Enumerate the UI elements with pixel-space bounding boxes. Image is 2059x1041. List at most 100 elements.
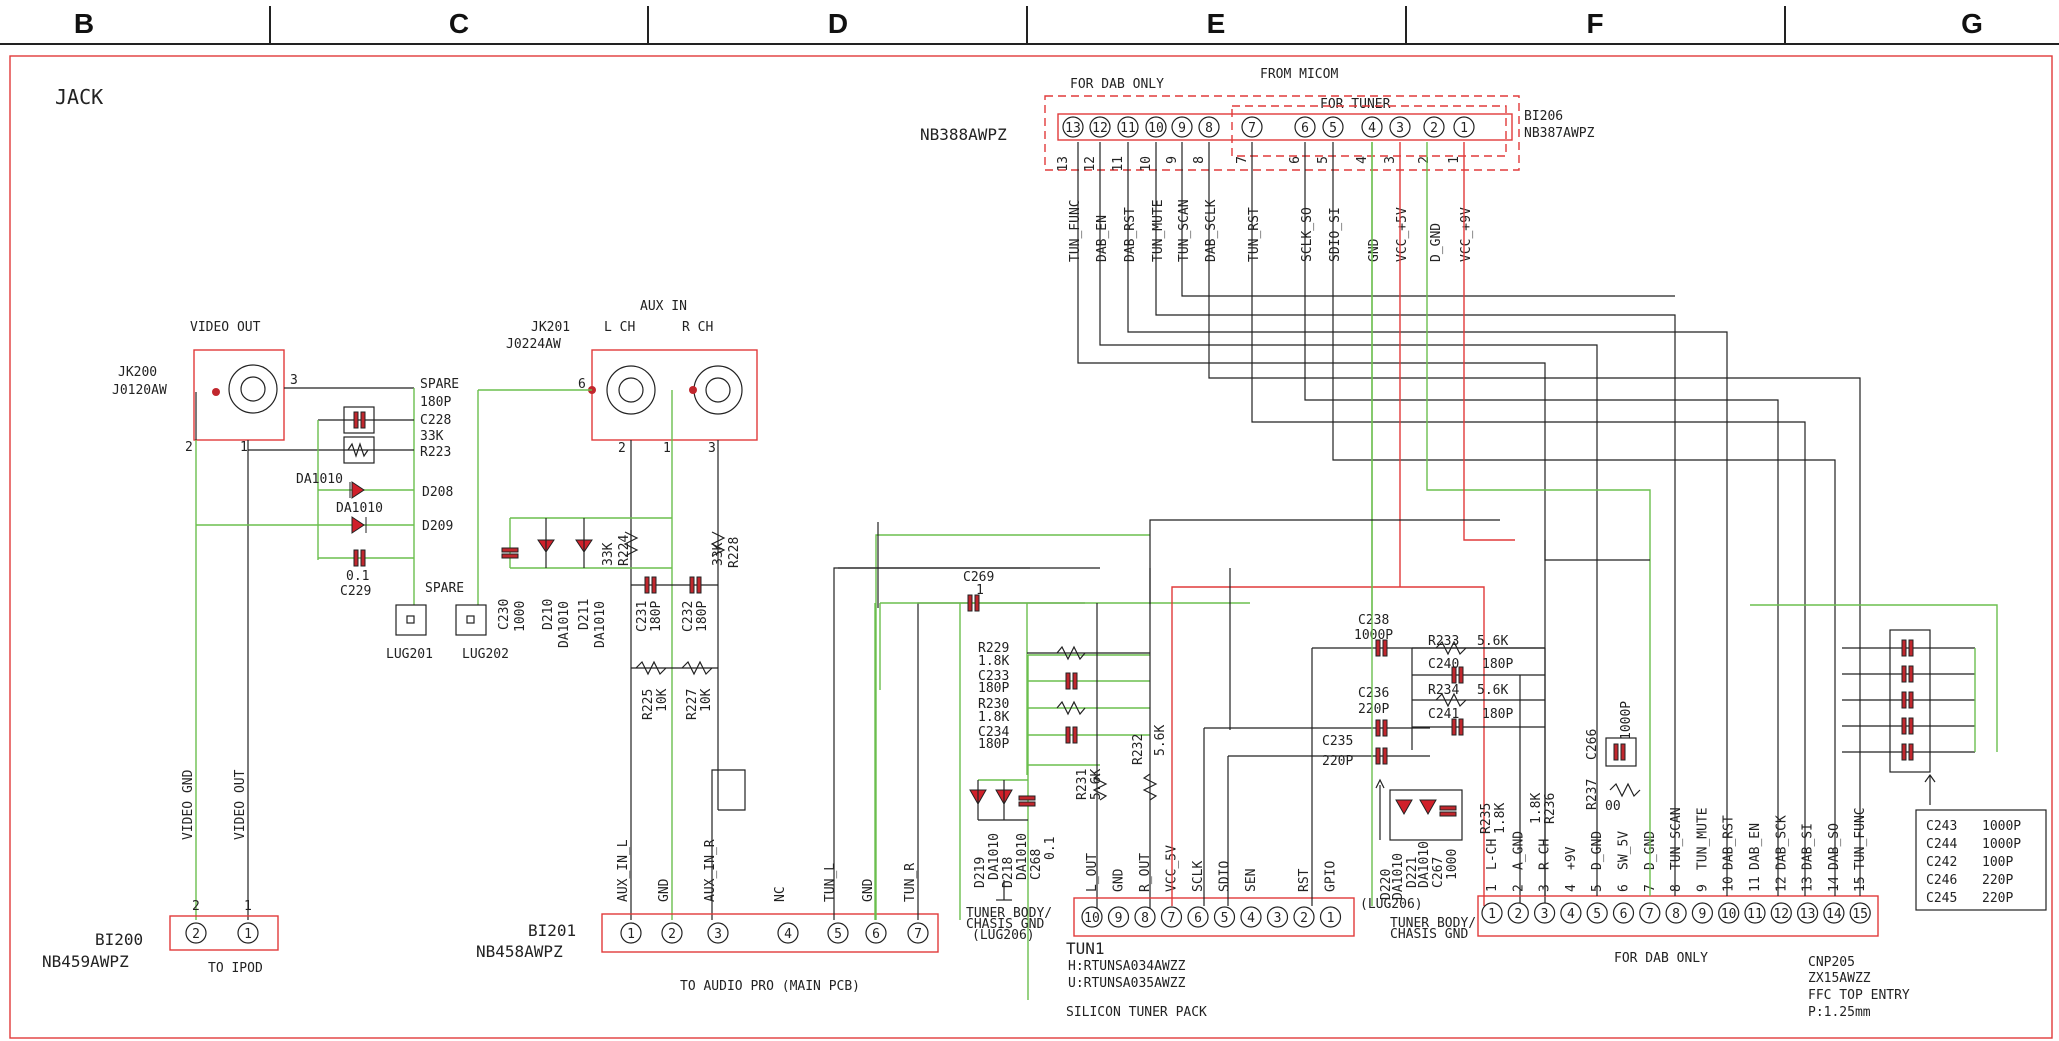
bi201-pin [777, 922, 799, 944]
grid-col-e: E [1207, 8, 1226, 39]
svg-text:180P: 180P [978, 681, 1009, 696]
micom-pin-num: 5 [1316, 156, 1331, 164]
cnp205-pin-num: 1 [1485, 884, 1500, 892]
svg-text:1: 1 [663, 441, 671, 456]
cnp205-net: TUN_FUNC [1853, 807, 1868, 870]
tun1-pin-label: 6 [1194, 911, 1202, 926]
cnp205-pin-num: 2 [1511, 884, 1526, 892]
tun1-ref: TUN1 [1066, 939, 1105, 958]
svg-text:AUX IN: AUX IN [640, 299, 687, 314]
svg-text:C266: C266 [1585, 729, 1600, 760]
cnp205-pin-num: 13 [1801, 876, 1816, 892]
supply-rail [1171, 586, 1485, 906]
cnp205-pin [1507, 902, 1529, 924]
svg-text:180P: 180P [1482, 657, 1513, 672]
cnp205-pin [1639, 902, 1661, 924]
micom-pin-num: 13 [1056, 156, 1071, 172]
svg-text:SPARE: SPARE [425, 581, 464, 596]
svg-text:DA1010: DA1010 [557, 601, 572, 648]
cap-legend-val: 1000P [1982, 837, 2021, 852]
micom-pin-label: 10 [1148, 121, 1164, 136]
svg-text:220P: 220P [1322, 754, 1353, 769]
svg-text:C234: C234 [978, 725, 1009, 740]
tun1-pin-label: 5 [1221, 911, 1229, 926]
bi200-ref: BI200 [95, 930, 143, 949]
bi201-net: TUN_R [903, 863, 918, 902]
cnp205-pin [1586, 902, 1608, 924]
svg-text:L CH: L CH [604, 320, 635, 335]
micom-pin-label: 6 [1301, 121, 1309, 136]
svg-text:DA1010: DA1010 [1417, 841, 1432, 888]
micom-pin-label: 11 [1120, 121, 1136, 136]
svg-text:C269: C269 [963, 570, 994, 585]
cnp205-net: D_GND [1590, 831, 1605, 870]
svg-text:DA1010: DA1010 [987, 833, 1002, 880]
svg-text:VIDEO GND: VIDEO GND [181, 769, 196, 840]
micom-pin [1294, 116, 1316, 138]
cnp205-pin-label: 13 [1800, 907, 1816, 922]
micom-pin-num: 9 [1165, 156, 1180, 164]
micom-net: D_GND [1429, 223, 1444, 262]
tun1-pin [1081, 906, 1103, 928]
micom-pin-num: 12 [1083, 156, 1098, 172]
cnp205-pin-label: 7 [1646, 907, 1654, 922]
tun1-pin-label: 1 [1327, 911, 1335, 926]
svg-text:1: 1 [240, 440, 248, 455]
cnp205-net: SW_5V [1617, 831, 1632, 870]
bi201-part: NB458AWPZ [476, 942, 563, 961]
cap-legend-val: 220P [1982, 891, 2013, 906]
cnp205-pin [1796, 902, 1819, 924]
svg-text:R227: R227 [685, 689, 700, 720]
tun1-net: L_OUT [1085, 853, 1100, 892]
grid-col-g: G [1961, 8, 1983, 39]
svg-text:D219: D219 [973, 857, 988, 888]
cnp205-net: A_GND [1511, 831, 1526, 870]
svg-text:C268: C268 [1029, 849, 1044, 880]
svg-text:R232: R232 [1131, 734, 1146, 765]
micom-net: TUN_MUTE [1151, 199, 1166, 262]
svg-text:10K: 10K [699, 688, 714, 712]
svg-text:LUG202: LUG202 [462, 647, 509, 662]
grid-col-f: F [1586, 8, 1603, 39]
cnp205-pin-label: 10 [1721, 907, 1737, 922]
svg-text:10K: 10K [655, 688, 670, 712]
micom-pin-num: 1 [1447, 156, 1462, 164]
svg-text:C267: C267 [1431, 857, 1446, 888]
micom-pin [1423, 116, 1445, 138]
svg-text:1.8K: 1.8K [1529, 793, 1544, 824]
svg-text:D218: D218 [1001, 857, 1016, 888]
bi201-pin-label: 1 [627, 927, 635, 942]
svg-text:R230: R230 [978, 697, 1009, 712]
tun1-net: RST [1297, 868, 1312, 892]
micom-pin-num: 4 [1355, 156, 1370, 164]
cnp205-pin-label: 3 [1541, 907, 1549, 922]
svg-text:0.1: 0.1 [1043, 837, 1058, 860]
bi201-pin-label: 3 [714, 927, 722, 942]
tun1-pin-label: 7 [1168, 911, 1176, 926]
tun1-pin-label: 4 [1247, 911, 1255, 926]
svg-text:R228: R228 [727, 537, 742, 568]
micom-net: DAB_SCLK [1204, 199, 1219, 262]
svg-text:D221: D221 [1405, 857, 1420, 888]
bi201-net: GND [861, 878, 876, 902]
bi201-pin [827, 922, 849, 944]
svg-text:VIDEO OUT: VIDEO OUT [233, 769, 248, 840]
cnp205-pin-num: 4 [1564, 884, 1579, 892]
svg-text:DA1010: DA1010 [1015, 833, 1030, 880]
svg-text:R231: R231 [1075, 769, 1090, 800]
cnp205-pin-label: 8 [1672, 907, 1680, 922]
tun1-pin-label: 9 [1115, 911, 1123, 926]
cap-legend-val: 1000P [1982, 819, 2021, 834]
svg-text:C232: C232 [681, 601, 696, 632]
cnp205-pin-num: 8 [1669, 884, 1684, 892]
bi201-net: NC [773, 886, 788, 902]
micom-pin-label: 7 [1248, 121, 1256, 136]
cnp205-pin [1481, 902, 1503, 924]
cnp205-pin-label: 9 [1698, 907, 1706, 922]
cnp205-net: DAB_SCK [1774, 815, 1789, 870]
svg-text:C238: C238 [1358, 613, 1389, 628]
cap-legend-box [1915, 809, 2047, 911]
bi200-part: NB459AWPZ [42, 952, 129, 971]
micom-pin-num: 8 [1192, 156, 1207, 164]
